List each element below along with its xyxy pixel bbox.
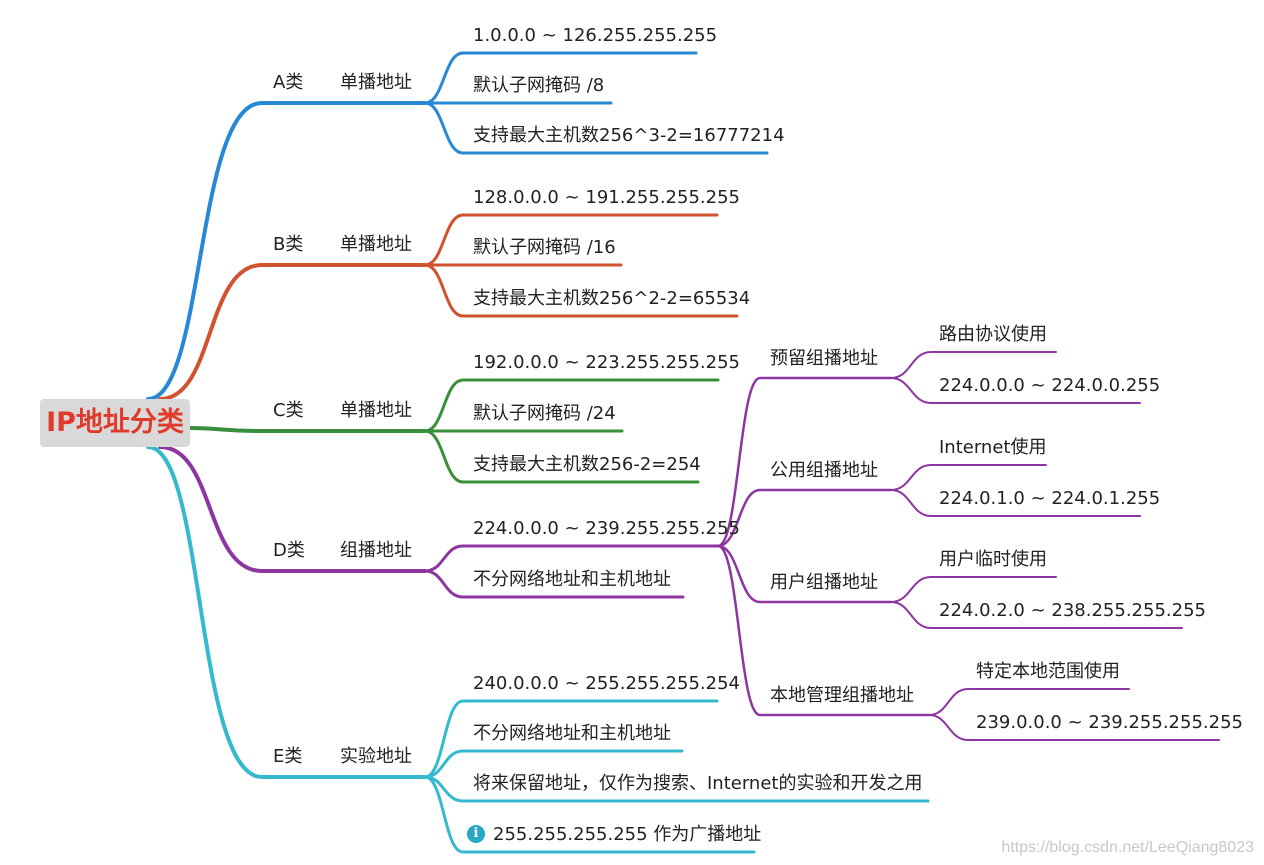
branch-root-D: [158, 445, 264, 573]
item-C-0: 192.0.0.0 ~ 223.255.255.255: [473, 352, 740, 373]
branch-item-D-1: [423, 569, 685, 599]
branch-item-C-2: [423, 429, 700, 484]
root-title: IP地址分类: [46, 407, 184, 438]
branch-subgroup-0: [716, 376, 893, 548]
branch-item-B-0: [423, 213, 719, 267]
category-type-A: 单播地址: [340, 72, 412, 93]
branch-item-E-3: [423, 775, 756, 854]
subgroup-label-1: 公用组播地址: [770, 460, 878, 481]
branch-root-A: [146, 101, 264, 401]
item-D-0: 224.0.0.0 ~ 239.255.255.255: [473, 518, 740, 539]
item-A-2: 支持最大主机数256^3-2=16777214: [473, 125, 785, 146]
item-C-1: 默认子网掩码 /24: [473, 403, 616, 424]
item-D-1: 不分网络地址和主机地址: [473, 569, 671, 590]
branch-subitem-3-1: [928, 714, 1220, 741]
category-label-E: E类: [273, 746, 303, 767]
subgroup-label-0: 预留组播地址: [770, 348, 878, 369]
category-type-B: 单播地址: [340, 234, 412, 255]
subitem-3-1: 239.0.0.0 ~ 239.255.255.255: [976, 712, 1243, 733]
category-type-C: 单播地址: [340, 400, 412, 421]
branch-item-A-2: [423, 101, 769, 155]
item-E-0: 240.0.0.0 ~ 255.255.255.254: [473, 673, 740, 694]
subitem-0-1: 224.0.0.0 ~ 224.0.0.255: [939, 375, 1161, 396]
subitem-1-1: 224.0.1.0 ~ 224.0.1.255: [939, 488, 1161, 509]
subgroup-label-2: 用户组播地址: [770, 572, 878, 593]
item-E-1: 不分网络地址和主机地址: [473, 723, 671, 744]
branch-subitem-0-1: [890, 377, 1141, 404]
branch-subitem-1-0: [890, 464, 1047, 491]
subgroup-label-3: 本地管理组播地址: [770, 685, 914, 706]
watermark: https://blog.csdn.net/LeeQiang8023: [1001, 839, 1254, 856]
subitem-3-0: 特定本地范围使用: [976, 661, 1120, 682]
branch-item-C-0: [423, 378, 720, 433]
branch-subitem-2-1: [890, 601, 1183, 629]
branch-item-B-2: [423, 263, 739, 318]
branch-item-D-0: [423, 544, 720, 573]
subitem-2-1: 224.0.2.0 ~ 238.255.255.255: [939, 600, 1206, 621]
branch-subitem-0-0: [890, 351, 1057, 379]
branch-root-B: [158, 263, 264, 401]
category-label-B: B类: [273, 234, 304, 255]
subitem-0-0: 路由协议使用: [939, 324, 1047, 345]
category-type-D: 组播地址: [340, 540, 412, 561]
branch-subitem-2-0: [890, 576, 1057, 603]
item-B-2: 支持最大主机数256^2-2=65534: [473, 288, 751, 309]
branch-item-A-0: [423, 51, 698, 105]
item-A-0: 1.0.0.0 ~ 126.255.255.255: [473, 25, 718, 46]
branch-subitem-1-1: [890, 489, 1141, 517]
item-E-3: 255.255.255.255 作为广播地址: [493, 824, 762, 845]
branch-root-E: [146, 445, 264, 779]
item-B-1: 默认子网掩码 /16: [473, 237, 616, 258]
category-label-D: D类: [273, 540, 305, 561]
category-label-C: C类: [273, 400, 304, 421]
branch-item-E-0: [423, 699, 719, 779]
item-E-2: 将来保留地址，仅作为搜索、Internet的实验和开发之用: [473, 773, 923, 794]
item-B-0: 128.0.0.0 ~ 191.255.255.255: [473, 187, 740, 208]
category-type-E: 实验地址: [340, 746, 412, 767]
branch-subgroup-2: [716, 544, 893, 604]
branch-subgroup-3: [716, 544, 931, 717]
root-node: [40, 399, 190, 447]
info-icon: i: [467, 825, 485, 843]
item-A-1: 默认子网掩码 /8: [473, 75, 605, 96]
branch-root-C: [188, 426, 264, 433]
branch-item-E-1: [423, 749, 684, 779]
item-C-2: 支持最大主机数256-2=254: [473, 454, 701, 475]
subitem-1-0: Internet使用: [939, 437, 1047, 458]
category-label-A: A类: [273, 72, 304, 93]
branch-subitem-3-0: [928, 688, 1130, 716]
subitem-2-0: 用户临时使用: [939, 549, 1047, 570]
branch-subgroup-1: [716, 488, 893, 548]
